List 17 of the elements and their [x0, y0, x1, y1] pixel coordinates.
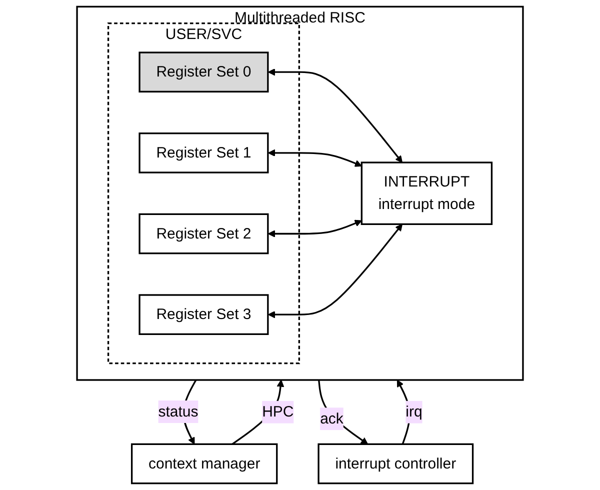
arrow: [268, 220, 362, 238]
edge-label: HPC: [262, 403, 294, 420]
edge-label: ack: [320, 410, 344, 427]
arrow: [268, 149, 362, 167]
arrow: [318, 380, 368, 444]
node-box: context manager: [130, 443, 278, 484]
node-box: Register Set 2: [138, 213, 269, 254]
arrow: [268, 68, 403, 163]
edge-label: status: [158, 403, 198, 420]
arrow: [268, 224, 403, 318]
node-box: Register Set 0: [138, 52, 269, 92]
node-box: interrupt controller: [318, 443, 474, 484]
arrow: [396, 380, 410, 444]
edge-label: irq: [406, 403, 422, 420]
node-box: Register Set 1: [138, 132, 269, 174]
node-box: INTERRUPT interrupt mode: [360, 162, 493, 225]
node-box: Register Set 3: [138, 294, 269, 335]
